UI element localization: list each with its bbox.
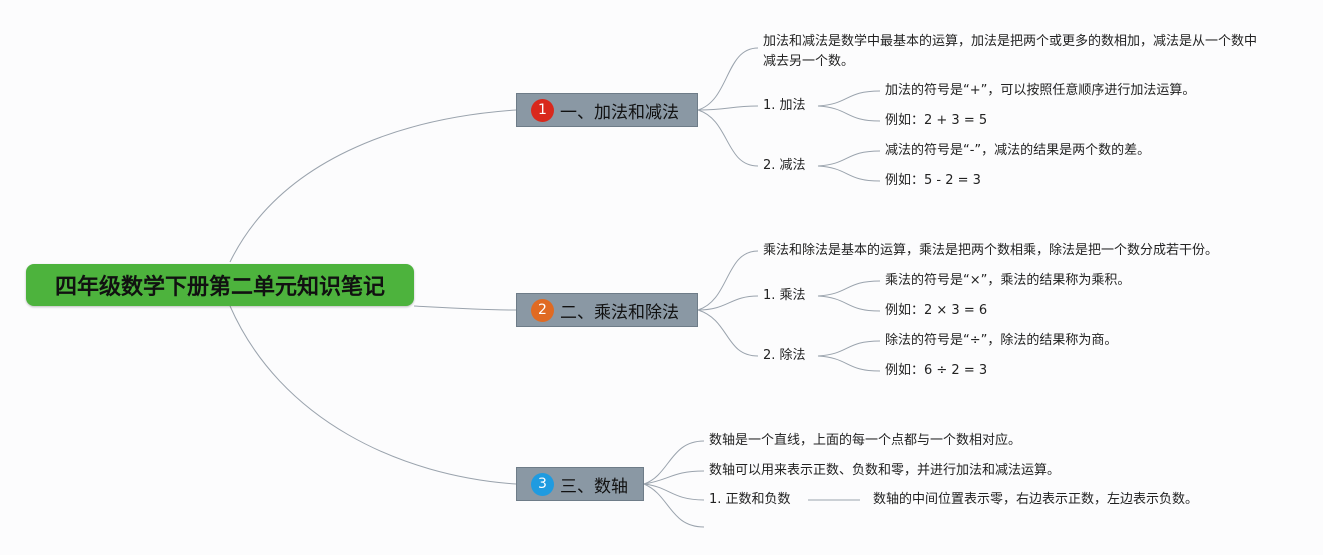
multiplication-point-1: 乘法的符号是“×”，乘法的结果称为乘积。 — [885, 273, 1131, 288]
number-line-item-1: 数轴是一个直线，上面的每一个点都与一个数相对应。 — [709, 433, 1022, 448]
link-b1-sub2-p2 — [817, 165, 881, 182]
positive-negative-point-1: 数轴的中间位置表示零，右边表示正数，左边表示负数。 — [873, 492, 1199, 507]
addition-point-2: 例如：2 + 3 = 5 — [885, 113, 988, 128]
badge-3: 3 — [531, 472, 554, 496]
link-b2-sub1 — [697, 295, 759, 311]
link-b2-sub1-p2 — [817, 295, 881, 312]
link-b1-sub1 — [697, 105, 759, 111]
link-root-branch-1 — [229, 109, 517, 263]
link-b1-sub1-p1 — [817, 90, 881, 107]
link-b2-desc — [697, 250, 759, 311]
link-root-branch-2 — [413, 305, 517, 311]
branch-title: 二、乘法和除法 — [560, 302, 679, 323]
link-b1-sub1-p2 — [817, 105, 881, 122]
link-b1-sub2-p1 — [817, 150, 881, 167]
link-b3-item2 — [643, 470, 705, 485]
sub-division: 2. 除法 — [763, 348, 806, 363]
division-point-1: 除法的符号是“÷”，除法的结果称为商。 — [885, 333, 1118, 348]
badge-2: 2 — [531, 298, 554, 322]
multiplication-point-2: 例如：2 × 3 = 6 — [885, 303, 988, 318]
branch-addition-subtraction[interactable]: 1 一、加法和减法 — [516, 93, 698, 127]
branch-multiplication-division[interactable]: 2 二、乘法和除法 — [516, 293, 698, 327]
link-b2-sub2-p1 — [817, 340, 881, 357]
branch-number-line[interactable]: 3 三、数轴 — [516, 467, 644, 501]
branch-title: 三、数轴 — [560, 476, 628, 497]
branch-1-description: 加法和减法是数学中最基本的运算，加法是把两个或更多的数相加，减法是从一个数中减去… — [763, 34, 1258, 69]
link-b3-sub1 — [643, 483, 705, 501]
link-b1-sub2 — [697, 109, 759, 167]
link-b2-sub2-p2 — [817, 355, 881, 372]
number-line-item-2: 数轴可以用来表示正数、负数和零，并进行加法和减法运算。 — [709, 463, 1061, 478]
sub-positive-negative: 1. 正数和负数 — [709, 492, 791, 507]
link-b2-sub2 — [697, 309, 759, 357]
link-b1-desc — [697, 47, 759, 111]
link-root-branch-3 — [229, 305, 517, 485]
link-b3-item1 — [643, 440, 705, 485]
link-b3-empty — [643, 483, 705, 528]
subtraction-point-1: 减法的符号是“-”，减法的结果是两个数的差。 — [885, 143, 1151, 158]
sub-subtraction: 2. 减法 — [763, 158, 806, 173]
root-node[interactable]: 四年级数学下册第二单元知识笔记 — [26, 264, 414, 306]
division-point-2: 例如：6 ÷ 2 = 3 — [885, 363, 988, 378]
sub-multiplication: 1. 乘法 — [763, 288, 806, 303]
root-title: 四年级数学下册第二单元知识笔记 — [54, 275, 385, 300]
link-b2-sub1-p1 — [817, 280, 881, 297]
branch-title: 一、加法和减法 — [560, 102, 679, 123]
sub-addition: 1. 加法 — [763, 98, 806, 113]
branch-2-description: 乘法和除法是基本的运算，乘法是把两个数相乘，除法是把一个数分成若干份。 — [763, 243, 1219, 258]
subtraction-point-2: 例如：5 - 2 = 3 — [885, 173, 981, 188]
badge-1: 1 — [531, 98, 554, 122]
addition-point-1: 加法的符号是“+”，可以按照任意顺序进行加法运算。 — [885, 83, 1196, 98]
